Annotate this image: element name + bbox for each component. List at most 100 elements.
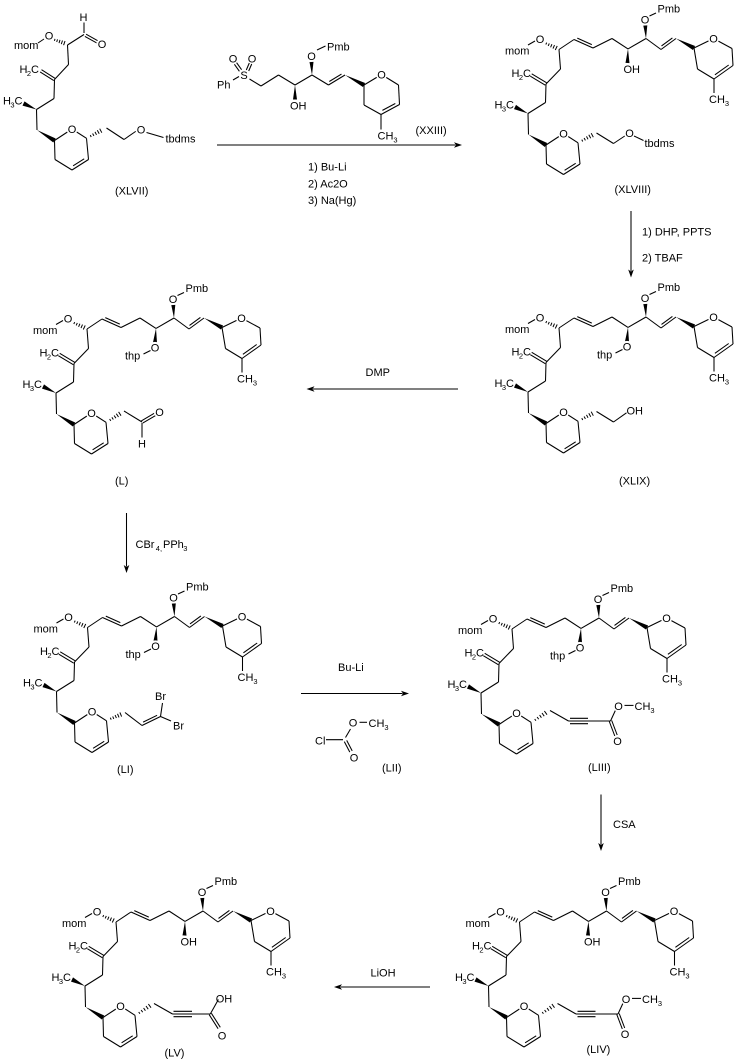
svg-text:thp: thp — [125, 351, 140, 363]
svg-text:CH: CH — [709, 94, 725, 106]
svg-text:O: O — [151, 343, 160, 355]
svg-text:H: H — [23, 379, 31, 391]
svg-text:(LIV): (LIV) — [587, 1044, 611, 1056]
svg-text:(LIII): (LIII) — [588, 762, 611, 774]
svg-text:O: O — [559, 407, 568, 419]
svg-text:H: H — [3, 96, 11, 108]
svg-text:3: 3 — [455, 684, 459, 693]
svg-text:O: O — [625, 128, 634, 140]
svg-text:3: 3 — [384, 723, 388, 732]
svg-text:O: O — [520, 1001, 529, 1013]
svg-text:O: O — [169, 593, 178, 605]
svg-text:mom: mom — [34, 624, 58, 636]
svg-text:3: 3 — [678, 679, 682, 688]
svg-text:(L): (L) — [115, 476, 128, 488]
svg-text:O: O — [662, 613, 671, 625]
svg-text:2) Ac2O: 2) Ac2O — [308, 179, 348, 191]
svg-text:2: 2 — [472, 653, 476, 662]
svg-text:CH: CH — [662, 674, 678, 686]
svg-text:H: H — [495, 378, 503, 390]
svg-text:O: O — [93, 907, 102, 919]
svg-text:3: 3 — [685, 972, 689, 981]
svg-text:O: O — [64, 612, 73, 624]
svg-text:thp: thp — [550, 651, 565, 663]
svg-text:Br: Br — [155, 691, 166, 703]
svg-text:O: O — [576, 643, 585, 655]
svg-text:LiOH: LiOH — [371, 968, 396, 980]
svg-text:1) DHP, PPTS: 1) DHP, PPTS — [642, 227, 712, 239]
svg-text:4,: 4, — [156, 544, 162, 553]
svg-text:O: O — [151, 641, 160, 653]
svg-text:Pmb: Pmb — [658, 282, 681, 294]
svg-text:(LII): (LII) — [382, 763, 402, 775]
svg-text:S: S — [240, 70, 247, 82]
svg-text:H: H — [40, 348, 48, 360]
svg-text:O: O — [229, 54, 238, 66]
svg-text:3: 3 — [59, 977, 63, 986]
svg-text:3: 3 — [30, 384, 34, 393]
svg-text:mom: mom — [62, 918, 86, 930]
svg-text:O: O — [198, 887, 207, 899]
svg-text:tbdms: tbdms — [645, 138, 675, 150]
svg-text:H: H — [80, 12, 88, 24]
svg-text:O: O — [377, 70, 386, 82]
svg-text:CH: CH — [635, 701, 651, 713]
svg-text:CBr: CBr — [136, 539, 155, 551]
svg-text:3: 3 — [725, 99, 729, 108]
svg-text:C: C — [467, 972, 475, 984]
svg-text:CH: CH — [709, 373, 725, 385]
svg-text:O: O — [709, 34, 718, 46]
svg-text:H: H — [455, 972, 463, 984]
svg-text:O: O — [238, 612, 247, 624]
svg-text:(LV): (LV) — [165, 1048, 185, 1060]
svg-text:(LI): (LI) — [117, 764, 134, 776]
svg-text:C: C — [15, 96, 23, 108]
svg-text:O: O — [248, 54, 257, 66]
svg-text:H: H — [512, 347, 520, 359]
svg-text:Pmb: Pmb — [215, 876, 238, 888]
svg-text:O: O — [237, 313, 246, 325]
svg-text:2: 2 — [76, 946, 80, 955]
svg-text:CH: CH — [642, 994, 658, 1006]
svg-text:mom: mom — [14, 40, 38, 52]
svg-text:O: O — [98, 39, 107, 51]
svg-text:CH: CH — [237, 374, 253, 386]
svg-text:3: 3 — [502, 383, 506, 392]
svg-text:H: H — [495, 100, 503, 112]
svg-text:O: O — [266, 906, 275, 918]
svg-text:CH: CH — [369, 718, 385, 730]
svg-text:2) TBAF: 2) TBAF — [642, 253, 683, 265]
svg-text:O: O — [68, 124, 77, 136]
svg-text:O: O — [64, 314, 73, 326]
svg-text:H: H — [23, 678, 31, 690]
svg-text:OH: OH — [181, 937, 198, 949]
svg-text:C: C — [80, 941, 88, 953]
svg-text:3: 3 — [658, 999, 662, 1008]
svg-text:O: O — [88, 707, 97, 719]
svg-text:C: C — [506, 100, 514, 112]
svg-text:3: 3 — [282, 972, 286, 981]
svg-text:C: C — [523, 68, 531, 80]
svg-text:CH: CH — [238, 672, 254, 684]
svg-text:mom: mom — [33, 325, 57, 337]
svg-text:C: C — [51, 348, 59, 360]
svg-text:O: O — [87, 408, 96, 420]
svg-text:1) Bu-Li: 1) Bu-Li — [308, 162, 347, 174]
svg-text:3: 3 — [650, 706, 654, 715]
svg-text:mom: mom — [466, 918, 490, 930]
svg-text:H: H — [465, 648, 473, 660]
svg-text:O: O — [622, 994, 631, 1006]
svg-text:O: O — [489, 614, 498, 626]
svg-text:H: H — [40, 646, 48, 658]
svg-text:OH: OH — [584, 937, 601, 949]
svg-text:3: 3 — [502, 105, 506, 114]
svg-text:mom: mom — [505, 324, 529, 336]
svg-text:3: 3 — [30, 683, 34, 692]
svg-text:OH: OH — [290, 101, 307, 113]
svg-text:O: O — [614, 701, 623, 713]
svg-text:3) Na(Hg): 3) Na(Hg) — [308, 195, 356, 207]
svg-text:C: C — [506, 378, 514, 390]
svg-text:O: O — [536, 34, 545, 46]
svg-text:O: O — [218, 1031, 227, 1043]
svg-text:mom: mom — [505, 46, 529, 58]
